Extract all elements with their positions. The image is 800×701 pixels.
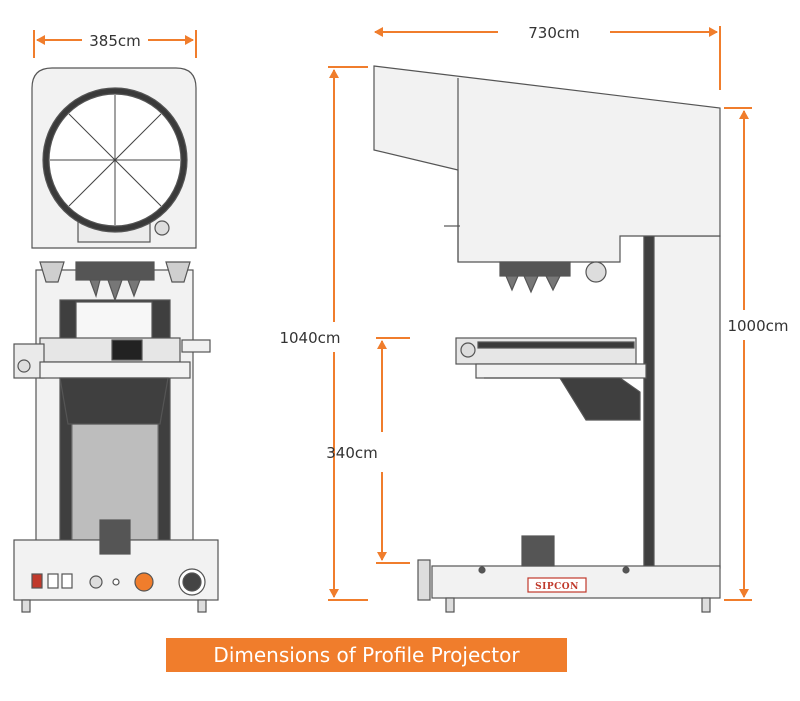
side-base-wheel [417,559,431,601]
front-work-table [39,337,181,363]
side-foot-left [445,597,455,613]
side-table-top [477,341,635,349]
diagram-caption: Dimensions of Profile Projector [213,643,520,667]
front-switch-1 [31,573,43,589]
front-lamp-left [39,261,65,283]
side-lens-turret [499,261,571,277]
front-view [13,67,219,613]
front-button [89,575,103,589]
side-column [643,235,721,569]
caption-banner [166,638,567,672]
front-lamp-holder [99,519,131,555]
side-condenser [484,377,641,421]
side-table-base [475,363,647,379]
side-depth-label: 730cm [528,24,580,42]
front-logo-badge [134,572,154,592]
side-view [373,65,721,613]
side-head-knob [585,261,607,283]
front-table-slot [111,339,143,361]
front-width-label: 385cm [89,32,141,50]
dimension-lines [33,26,752,601]
front-dial [182,572,202,592]
side-lens-right [545,275,561,292]
screen-knob [154,220,170,236]
side-column-strip [643,235,655,567]
body-height-label: 1000cm [727,317,788,335]
side-base-dot-right [622,566,630,574]
front-stage-plate [75,301,153,343]
brand-label: SIPCON [535,582,579,592]
screen-crosshair [50,95,180,225]
front-table-left-knob [17,359,31,373]
front-table-left-block [13,343,45,379]
front-condenser [59,377,169,425]
side-head [373,65,721,263]
front-lens-left [89,279,101,299]
front-foot-right [197,599,207,613]
side-table-knob [460,342,476,358]
side-base-dot-left [478,566,486,574]
total-height-label: 1040cm [279,329,340,347]
front-switch-3 [61,573,73,589]
front-lens-mid [107,279,123,302]
side-lens-mid [523,275,539,294]
side-lamp-holder [521,535,555,567]
side-lens-left [505,275,519,292]
front-table-base [39,361,191,379]
front-indicator [112,578,120,586]
front-table-right-handle [181,339,211,353]
side-foot-right [701,597,711,613]
side-brand-plate [527,577,587,593]
front-switch-2 [47,573,59,589]
front-lamp-right [165,261,191,283]
front-lens-turret [75,261,155,281]
table-height-label: 340cm [326,444,378,462]
front-lens-right [127,279,141,298]
front-foot-left [21,599,31,613]
